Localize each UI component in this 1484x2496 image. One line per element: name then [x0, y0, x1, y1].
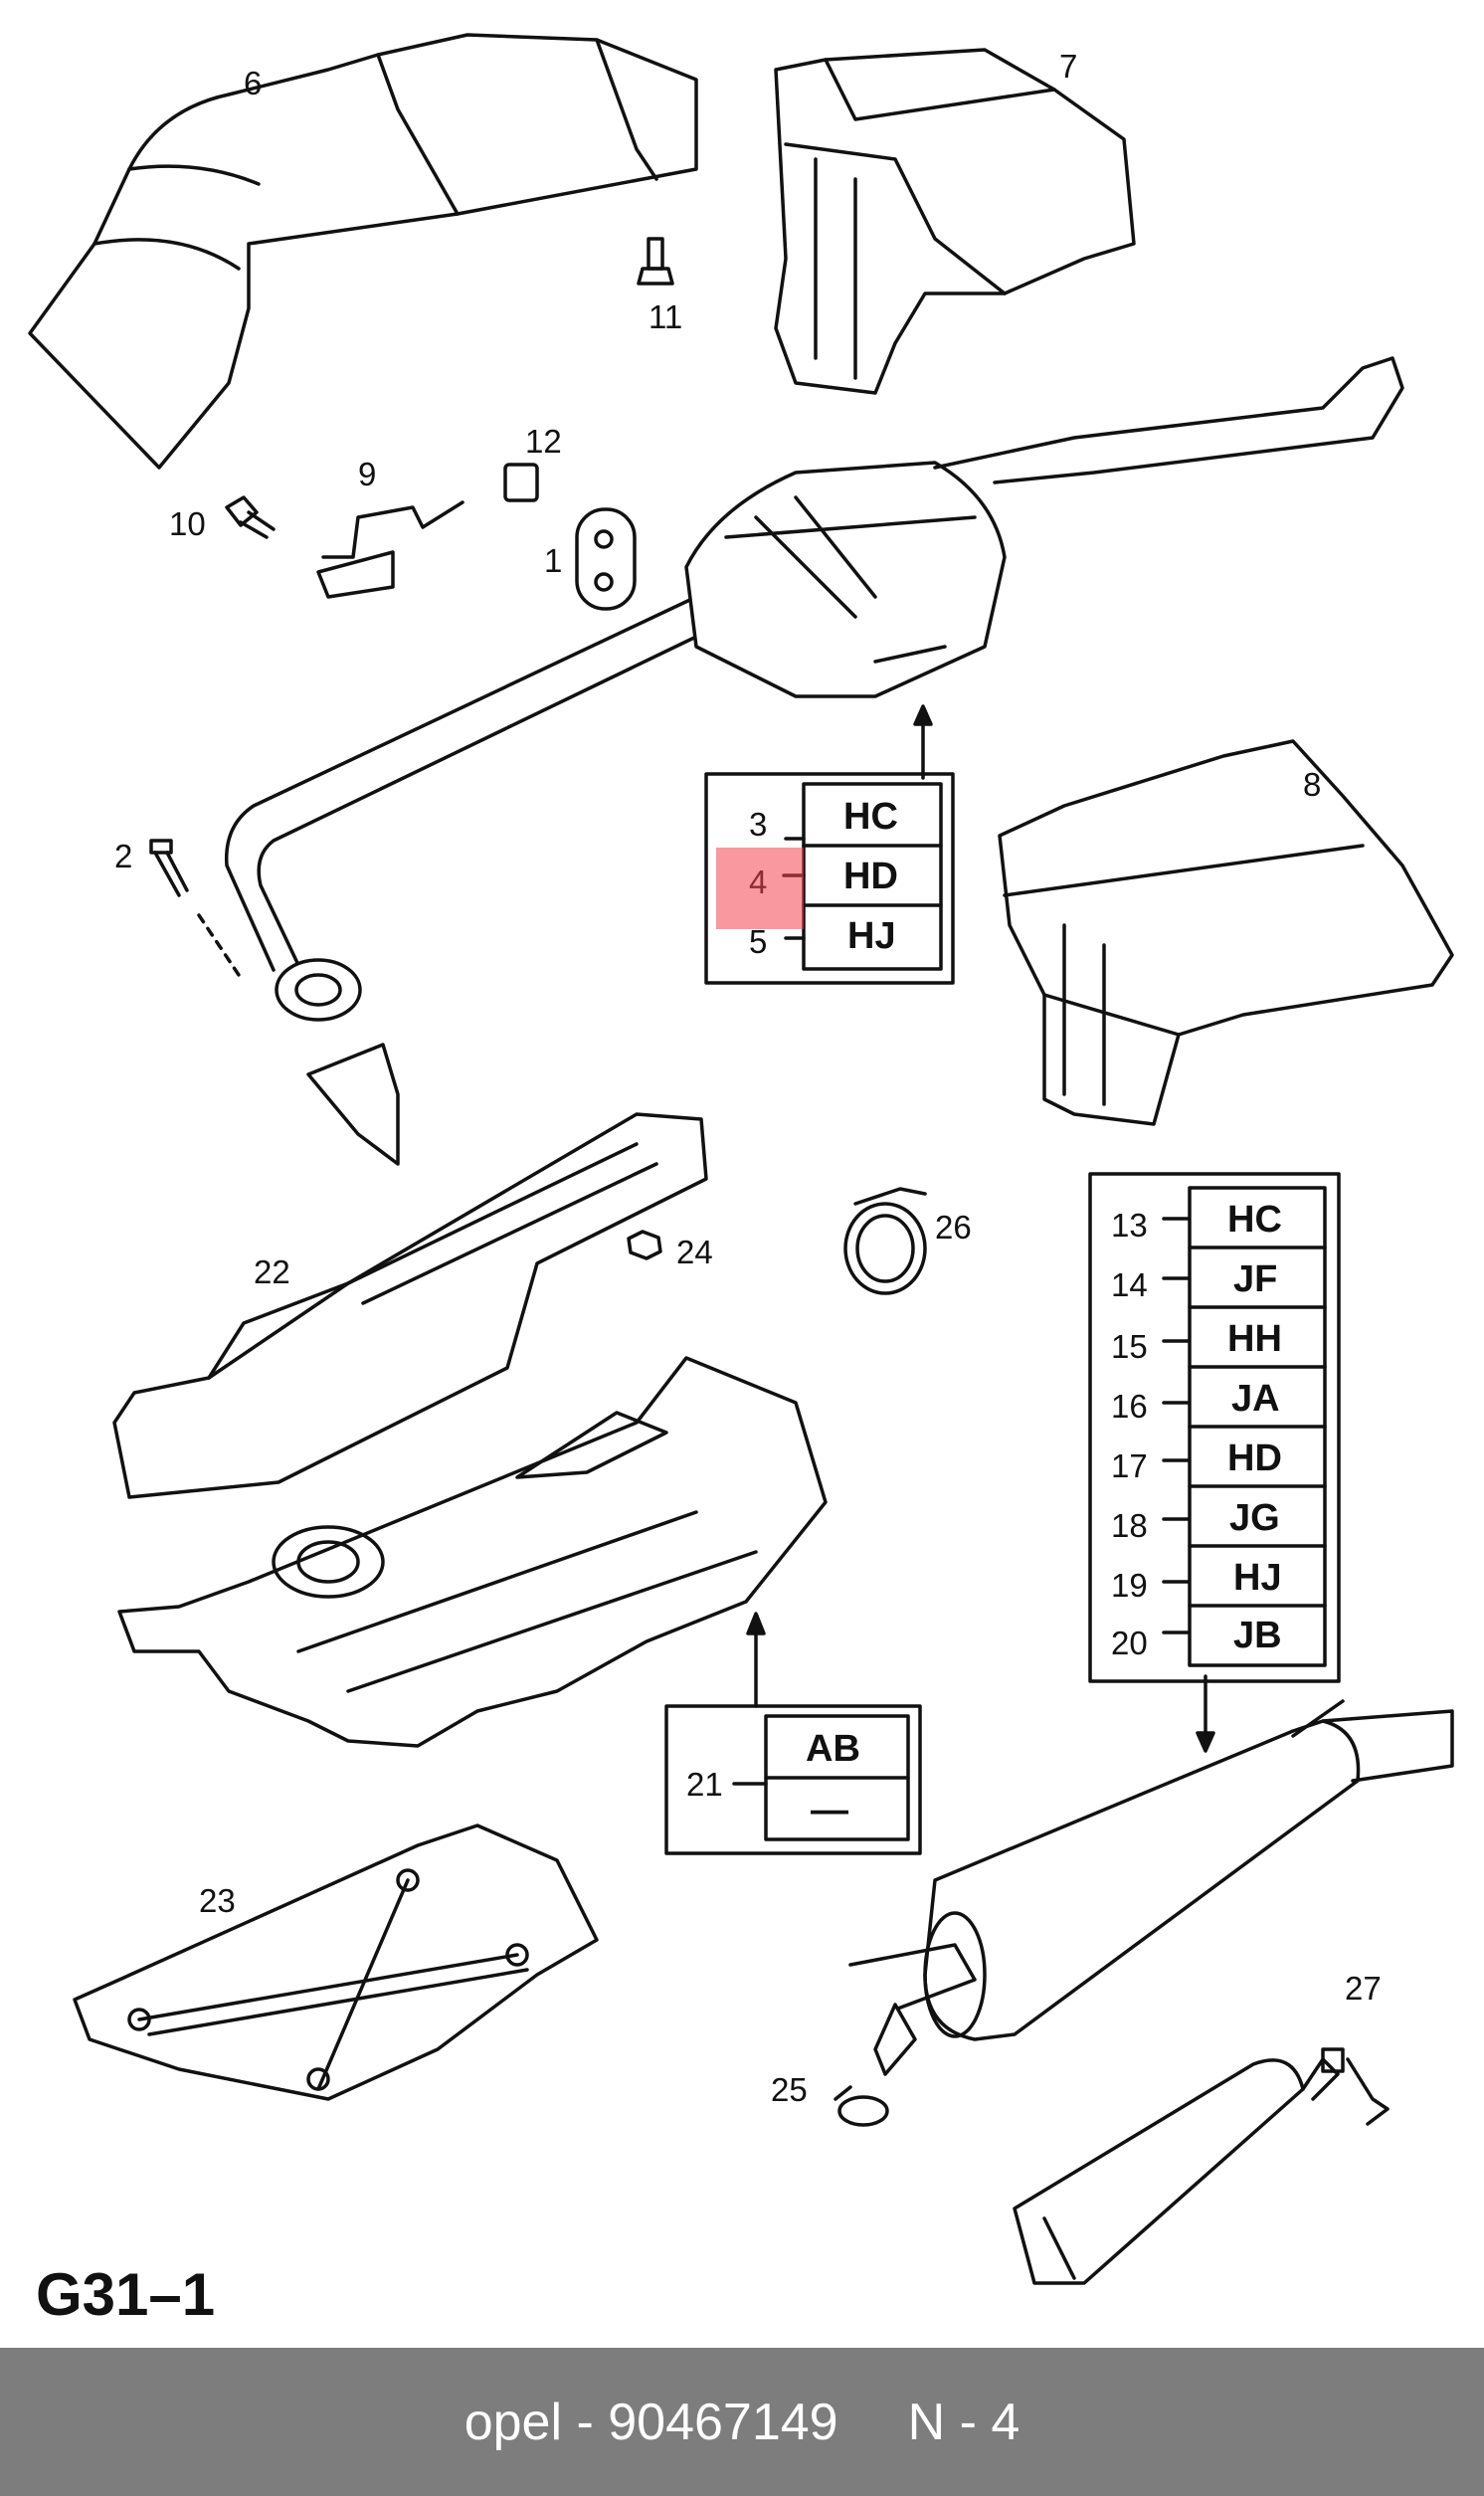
callout-24: 24 — [676, 1234, 713, 1270]
table-b-num-15: 15 — [1111, 1328, 1148, 1365]
heat-shield-underbody — [117, 1356, 828, 1748]
callout-9: 9 — [358, 456, 376, 492]
table-a-num-5: 5 — [749, 923, 767, 960]
position-info: N - 4 — [907, 2393, 1020, 2451]
heat-shield-front — [28, 33, 698, 470]
table-a-code-3: HC — [843, 796, 898, 838]
table-a-code-5: HJ — [847, 915, 896, 957]
table-b-num-20: 20 — [1111, 1625, 1148, 1661]
rubber-mount — [575, 507, 637, 611]
clip — [503, 463, 539, 502]
clamp-25 — [834, 2085, 889, 2127]
callout-10: 10 — [169, 505, 206, 542]
sheet-id: G31–1 — [36, 2261, 216, 2328]
bolt-2 — [149, 839, 241, 977]
table-c — [664, 1704, 922, 1855]
table-a-num-3: 3 — [749, 806, 767, 843]
callout-2: 2 — [114, 838, 132, 874]
table-b-code-17: HD — [1227, 1438, 1282, 1479]
clamp-26 — [843, 1187, 927, 1295]
table-c-code-2: — — [811, 1790, 848, 1831]
heat-shield-bottom — [73, 1824, 599, 2101]
table-b-code-14: JF — [1233, 1258, 1277, 1300]
heat-shield-rear — [998, 739, 1454, 1126]
callout-22: 22 — [254, 1253, 290, 1290]
rear-muffler — [848, 1699, 1454, 2076]
callout-1: 1 — [544, 542, 562, 579]
callout-27: 27 — [1345, 1970, 1382, 2007]
table-b-num-17: 17 — [1111, 1447, 1148, 1484]
front-silencer — [684, 356, 1404, 698]
table-b-num-19: 19 — [1111, 1567, 1148, 1604]
table-b-code-16: JA — [1231, 1378, 1280, 1420]
callout-labels: 6 7 11 9 12 10 1 2 8 22 24 26 23 25 27 3… — [114, 48, 1382, 2108]
callout-6: 6 — [244, 65, 262, 101]
table-a — [704, 772, 955, 985]
exploded-parts-diagram: 6 7 11 9 12 10 1 2 8 22 24 26 23 25 27 3… — [28, 33, 1454, 2285]
table-b-code-13: HC — [1227, 1199, 1282, 1241]
highlight-marker — [716, 848, 804, 929]
table-c-num-21: 21 — [686, 1766, 723, 1803]
callout-7: 7 — [1059, 48, 1077, 85]
callout-8: 8 — [1303, 766, 1321, 803]
table-c-code-1: AB — [806, 1728, 860, 1770]
heat-shield-right — [774, 48, 1136, 395]
callout-12: 12 — [525, 423, 562, 460]
callout-23: 23 — [199, 1882, 236, 1919]
table-a-code-4: HD — [843, 856, 898, 897]
table-b-code-19: HJ — [1233, 1557, 1282, 1599]
callout-26: 26 — [935, 1209, 972, 1246]
sealant-tube — [1013, 2047, 1390, 2285]
heat-shield-middle — [112, 1112, 708, 1499]
callout-11: 11 — [649, 298, 682, 335]
table-b-num-14: 14 — [1111, 1266, 1148, 1303]
table-b-code-20: JB — [1233, 1615, 1282, 1656]
hanger-bracket — [316, 500, 464, 599]
nut — [627, 1230, 662, 1260]
bolt-10 — [225, 495, 276, 539]
table-b-num-16: 16 — [1111, 1388, 1148, 1425]
part-info: opel - 90467149 — [464, 2393, 838, 2451]
bolt-11 — [637, 237, 674, 286]
front-exhaust-pipe — [224, 595, 698, 1166]
table-b — [1088, 1172, 1341, 1683]
table-b-num-18: 18 — [1111, 1507, 1148, 1544]
callout-25: 25 — [771, 2071, 808, 2108]
footer-bar: opel - 90467149 N - 4 — [0, 2348, 1484, 2496]
table-b-num-13: 13 — [1111, 1207, 1148, 1244]
table-b-code-18: JG — [1229, 1497, 1280, 1539]
table-b-code-15: HH — [1227, 1318, 1282, 1360]
